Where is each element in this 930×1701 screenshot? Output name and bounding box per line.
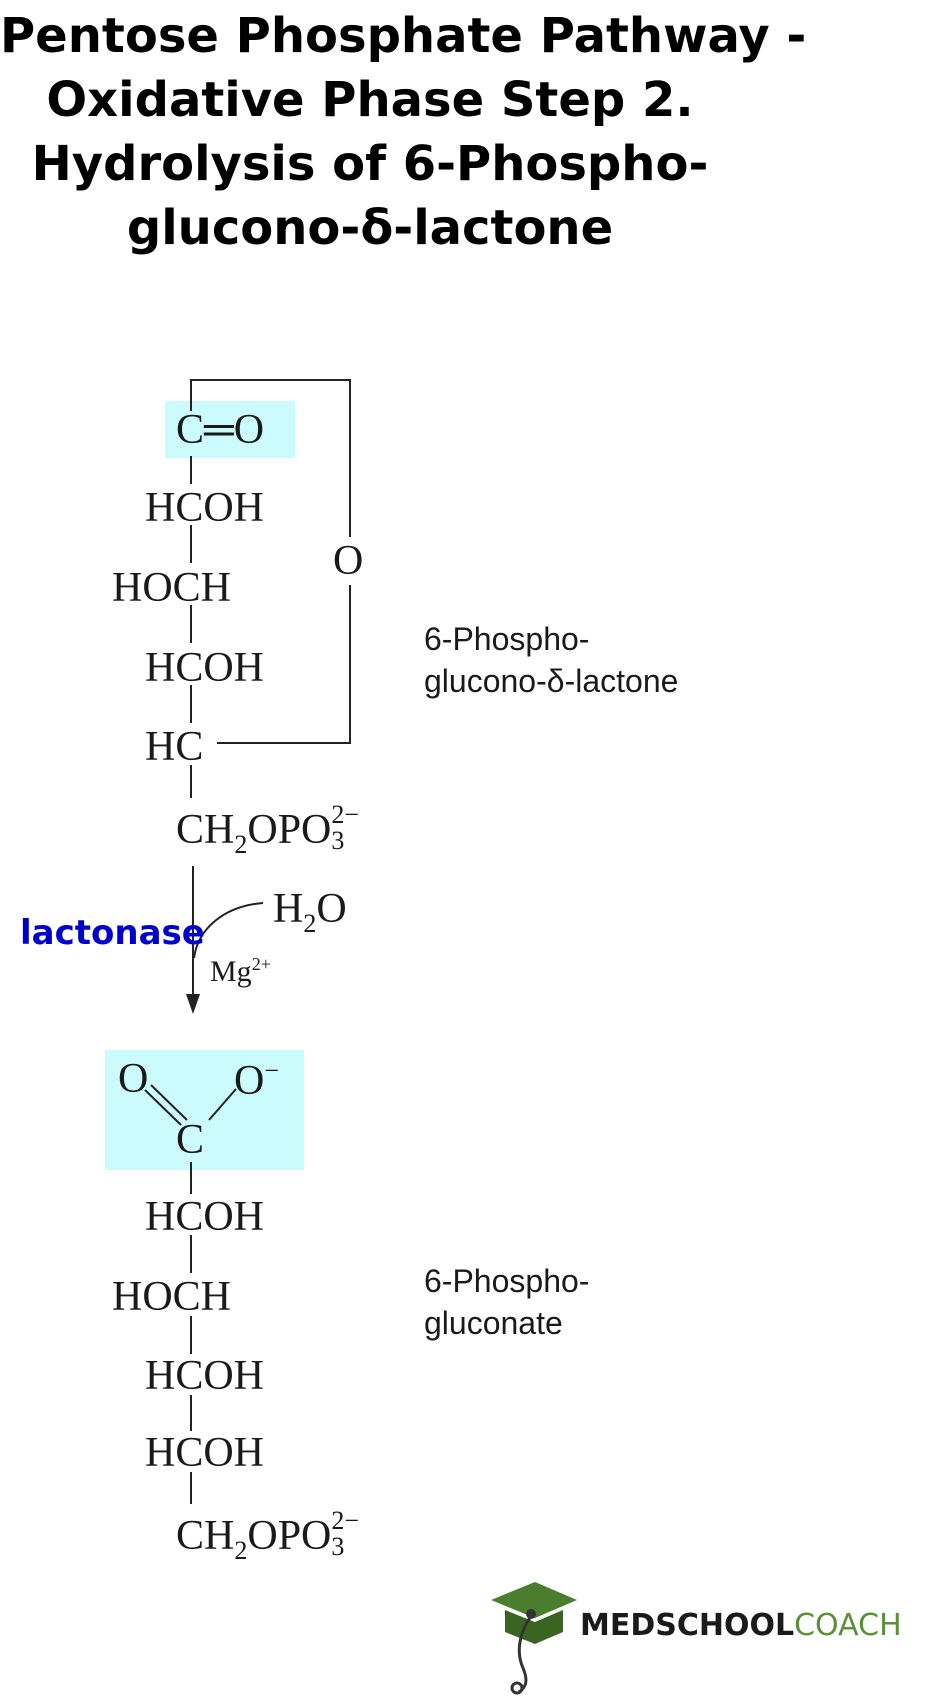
- substrate-row-c4: HCOH: [145, 645, 265, 691]
- title-line-3: Hydrolysis of 6-Phospho-: [31, 136, 709, 192]
- backbone-bond: [190, 1162, 192, 1194]
- backbone-bond: [190, 765, 192, 798]
- water-reactant: H2O: [273, 886, 347, 938]
- title-line-2: Oxidative Phase Step 2.: [46, 72, 694, 128]
- enzyme-label: lactonase: [20, 913, 205, 953]
- carbonyl-highlight: [165, 401, 295, 458]
- backbone-bond: [190, 605, 192, 643]
- backbone-bond: [190, 456, 192, 484]
- ring-bond-bottom: [217, 742, 351, 744]
- ring-bond-right-lower: [349, 585, 351, 744]
- product-carboxyl-oxygen-left: O: [118, 1056, 149, 1102]
- product-row-c5: HCOH: [145, 1430, 265, 1476]
- ring-bond-right-upper: [349, 379, 351, 537]
- ring-bond-top: [190, 379, 351, 381]
- title-line-1: Pentose Phosphate Pathway -: [0, 8, 807, 64]
- product-carboxyl-oxygen-right: O−: [234, 1056, 280, 1104]
- graduation-cap-stethoscope-icon: [491, 1582, 577, 1695]
- backbone-bond: [190, 1235, 192, 1273]
- backbone-bond: [190, 525, 192, 563]
- product-row-c4: HCOH: [145, 1353, 265, 1399]
- diagram-title: Pentose Phosphate Pathway - Oxidative Ph…: [0, 4, 807, 260]
- brand-name: MEDSCHOOLCOACH: [580, 1608, 902, 1643]
- product-row-c3: HOCH: [112, 1274, 232, 1320]
- backbone-bond: [190, 1472, 192, 1504]
- carboxylate-highlight: [105, 1050, 304, 1170]
- substrate-row-c5: HC: [145, 724, 204, 770]
- substrate-ring-oxygen: O: [333, 538, 364, 584]
- product-carboxyl-carbon: C: [176, 1117, 205, 1163]
- ring-bond-left-stub: [190, 379, 192, 411]
- substrate-row-c2: HCOH: [145, 485, 265, 531]
- title-line-4: glucono-δ-lactone: [126, 200, 614, 256]
- substrate-c1-carbonyl: C═O: [176, 407, 265, 453]
- cofactor-label: Mg2+: [210, 954, 271, 988]
- backbone-bond: [190, 1316, 192, 1354]
- backbone-bond: [190, 1395, 192, 1431]
- backbone-bond: [190, 685, 192, 723]
- substrate-row-c3: HOCH: [112, 565, 232, 611]
- product-row-c2: HCOH: [145, 1194, 265, 1240]
- substrate-name: 6-Phospho- glucono-δ-lactone: [424, 621, 679, 699]
- product-name: 6-Phospho- gluconate: [424, 1263, 590, 1341]
